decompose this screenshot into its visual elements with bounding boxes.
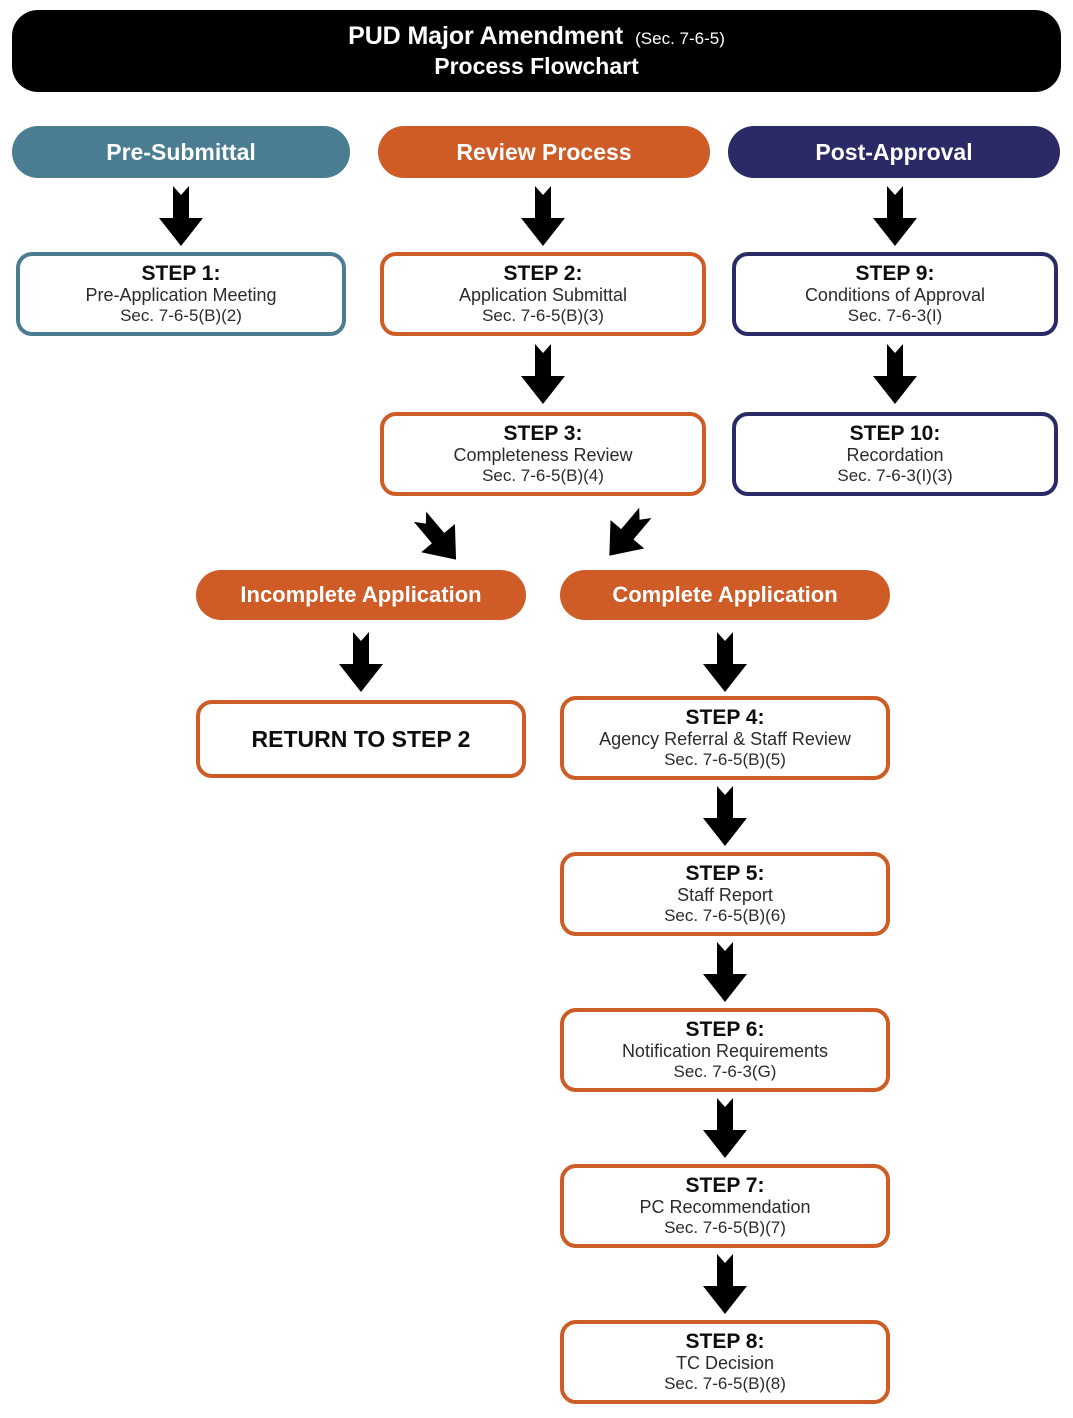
- column-header-review-process: Review Process: [378, 126, 710, 178]
- step-9-name: Conditions of Approval: [804, 285, 986, 306]
- step-1-title: STEP 1:: [141, 261, 221, 285]
- step-4-section: Sec. 7-6-5(B)(5): [664, 750, 786, 770]
- step-2-title: STEP 2:: [503, 261, 583, 285]
- step-box-step-10: STEP 10: Recordation Sec. 7-6-3(I)(3): [732, 412, 1058, 496]
- step-9-section: Sec. 7-6-3(I): [847, 306, 943, 326]
- column-header-post-approval: Post-Approval: [728, 126, 1060, 178]
- step-4-title: STEP 4:: [685, 705, 765, 729]
- step-10-section: Sec. 7-6-3(I)(3): [837, 466, 953, 486]
- step-box-step-5: STEP 5: Staff Report Sec. 7-6-5(B)(6): [560, 852, 890, 936]
- arrow-complete-to-step4: [701, 632, 749, 694]
- arrow-step3-to-incomplete-application: [408, 506, 474, 568]
- step-box-step-3: STEP 3: Completeness Review Sec. 7-6-5(B…: [380, 412, 706, 496]
- arrow-step2-to-step3: [519, 344, 567, 406]
- chart-title-subtitle: Process Flowchart: [434, 53, 639, 79]
- arrow-review-process-to-step2: [519, 186, 567, 248]
- arrow-step5-to-step6: [701, 942, 749, 1004]
- chart-title-section-ref: (Sec. 7-6-5): [635, 29, 725, 48]
- column-header-review-process-label: Review Process: [456, 138, 632, 165]
- terminal-box-return-to-step-2: RETURN TO STEP 2: [196, 700, 526, 778]
- step-6-title: STEP 6:: [685, 1017, 765, 1041]
- step-6-section: Sec. 7-6-3(G): [673, 1062, 777, 1082]
- arrow-post-approval-to-step9: [871, 186, 919, 248]
- arrow-step9-to-step10: [871, 344, 919, 406]
- column-header-pre-submittal-label: Pre-Submittal: [106, 138, 256, 165]
- arrow-step6-to-step7: [701, 1098, 749, 1160]
- arrow-incomplete-to-return: [337, 632, 385, 694]
- step-box-step-4: STEP 4: Agency Referral & Staff Review S…: [560, 696, 890, 780]
- decision-pill-incomplete-application: Incomplete Application: [196, 570, 526, 620]
- step-7-section: Sec. 7-6-5(B)(7): [664, 1218, 786, 1238]
- step-1-name: Pre-Application Meeting: [85, 285, 277, 306]
- column-header-post-approval-label: Post-Approval: [815, 138, 973, 165]
- step-2-name: Application Submittal: [458, 285, 628, 306]
- chart-title-line-1: PUD Major Amendment (Sec. 7-6-5): [348, 22, 725, 51]
- step-6-name: Notification Requirements: [621, 1041, 829, 1062]
- step-5-name: Staff Report: [677, 885, 773, 906]
- step-9-title: STEP 9:: [855, 261, 935, 285]
- step-2-section: Sec. 7-6-5(B)(3): [482, 306, 604, 326]
- step-10-name: Recordation: [846, 445, 944, 466]
- chart-title-main: PUD Major Amendment: [348, 22, 624, 50]
- column-header-pre-submittal: Pre-Submittal: [12, 126, 350, 178]
- decision-complete-label: Complete Application: [612, 582, 838, 607]
- step-5-section: Sec. 7-6-5(B)(6): [664, 906, 786, 926]
- step-box-step-8: STEP 8: TC Decision Sec. 7-6-5(B)(8): [560, 1320, 890, 1404]
- arrow-step4-to-step5: [701, 786, 749, 848]
- step-box-step-2: STEP 2: Application Submittal Sec. 7-6-5…: [380, 252, 706, 336]
- chart-title-banner: PUD Major Amendment (Sec. 7-6-5) Process…: [12, 10, 1061, 92]
- step-1-section: Sec. 7-6-5(B)(2): [120, 306, 242, 326]
- step-3-name: Completeness Review: [453, 445, 633, 466]
- step-box-step-1: STEP 1: Pre-Application Meeting Sec. 7-6…: [16, 252, 346, 336]
- step-box-step-7: STEP 7: PC Recommendation Sec. 7-6-5(B)(…: [560, 1164, 890, 1248]
- arrow-step3-to-complete-application: [596, 506, 662, 568]
- step-4-name: Agency Referral & Staff Review: [599, 729, 851, 750]
- step-box-step-6: STEP 6: Notification Requirements Sec. 7…: [560, 1008, 890, 1092]
- step-5-title: STEP 5:: [685, 861, 765, 885]
- step-box-step-9: STEP 9: Conditions of Approval Sec. 7-6-…: [732, 252, 1058, 336]
- step-7-title: STEP 7:: [685, 1173, 765, 1197]
- step-7-name: PC Recommendation: [639, 1197, 811, 1218]
- step-8-section: Sec. 7-6-5(B)(8): [664, 1374, 786, 1394]
- decision-incomplete-label: Incomplete Application: [240, 582, 482, 607]
- arrow-step7-to-step8: [701, 1254, 749, 1316]
- return-to-step-2-label: RETURN TO STEP 2: [251, 725, 471, 752]
- step-10-title: STEP 10:: [849, 421, 941, 445]
- decision-pill-complete-application: Complete Application: [560, 570, 890, 620]
- arrow-pre-submittal-to-step1: [157, 186, 205, 248]
- step-3-section: Sec. 7-6-5(B)(4): [482, 466, 604, 486]
- step-3-title: STEP 3:: [503, 421, 583, 445]
- step-8-name: TC Decision: [675, 1353, 775, 1374]
- step-8-title: STEP 8:: [685, 1329, 765, 1353]
